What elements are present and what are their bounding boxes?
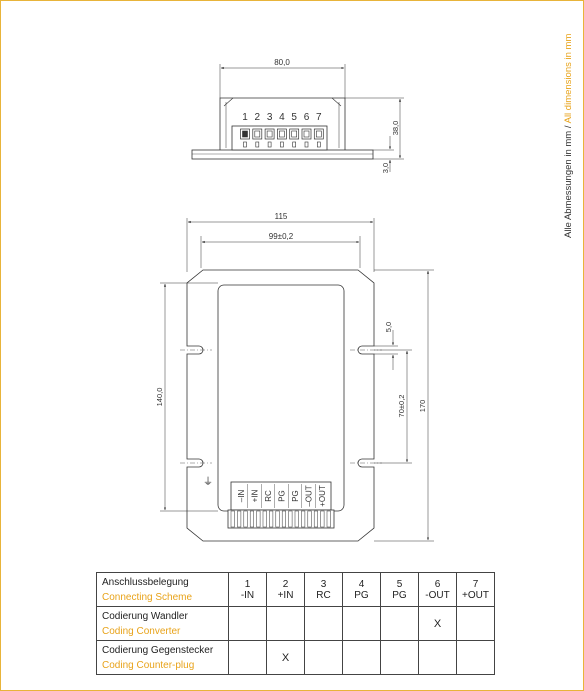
pin-header-cell: 6-OUT [418,572,457,607]
side-pin-terminal [289,128,300,148]
top-pin-contact [320,510,325,528]
top-base-plate-outline [186,269,375,542]
pin-header-cell: 2+IN [266,572,305,607]
dimension-note: Alle Abmessungen in mm / All dimensions … [563,33,574,238]
top-slot-spacing-value: 70±0,2 [397,395,406,418]
side-width-value: 80,0 [274,58,290,67]
top-pin-contact [307,510,312,528]
top-pin-contact [262,510,267,528]
top-pin-contact [326,510,331,528]
table-header-row: Anschlussbelegung Connecting Scheme 1-IN… [96,572,495,607]
connection-coding-table: Anschlussbelegung Connecting Scheme 1-IN… [96,572,495,675]
side-pin-terminal [240,128,250,148]
top-pin-contact [275,510,280,528]
top-pin-label: +IN [251,489,260,502]
top-pin-label: –OUT [305,485,314,506]
pin-header-cell: 1-IN [228,572,267,607]
side-pin-terminal [301,128,312,148]
side-housing-outline [219,97,346,150]
top-pin-contact [294,510,299,528]
top-pin-contact [288,510,293,528]
top-pin-contact [313,510,318,528]
top-pin-label: +OUT [318,485,327,507]
dimension-note-de: Alle Abmessungen in mm [563,130,574,238]
top-view [160,218,434,542]
pin-header-cell: 7+OUT [456,572,495,607]
side-pin-number: 7 [316,112,322,123]
top-pin-label: PG [291,490,300,502]
top-pin-contact [230,510,235,528]
dimension-note-en: All dimensions in mm [563,33,574,124]
side-pin-terminal [277,128,287,148]
top-pin-label: –IN [237,490,246,503]
side-pin-terminal [264,128,275,148]
ground-symbol-icon: ⏚ [203,476,213,488]
side-pin-number: 2 [255,112,261,123]
top-pin-label: RC [264,490,273,502]
top-pin-contact [269,510,274,528]
side-height-value: 38,0 [391,121,400,136]
top-hole-spacing-value: 99±0,2 [269,232,294,241]
top-pin-labels: –IN +IN RC PG PG –OUT +OUT [237,485,327,507]
side-pin-number: 4 [279,112,285,123]
top-pin-label: PG [278,490,287,502]
top-overall-height-value: 170 [418,400,427,413]
side-pin-number: 3 [267,112,273,123]
top-pin-contact [249,510,254,528]
side-pin-number: 1 [242,112,248,123]
side-pin-number: 5 [291,112,297,123]
top-pin-contact [301,510,306,528]
side-view [191,64,404,172]
side-flange-value: 3,0 [381,163,390,173]
side-pin-terminal [252,128,263,148]
top-housing-outline [217,284,345,512]
top-slot-offset-value: 5,0 [384,322,393,332]
top-pin-contact [243,510,248,528]
header-label-cell: Anschlussbelegung Connecting Scheme [96,572,229,607]
top-pin-contact [237,510,242,528]
top-pin-contact [281,510,286,528]
side-pin-terminal [313,128,324,148]
top-pin-contact [256,510,261,528]
top-overall-width-value: 115 [275,212,288,221]
top-connector-pins-outline [227,509,335,529]
top-body-height-value: 140,0 [155,388,164,407]
side-pin-number: 6 [304,112,310,123]
side-flange [191,149,374,160]
